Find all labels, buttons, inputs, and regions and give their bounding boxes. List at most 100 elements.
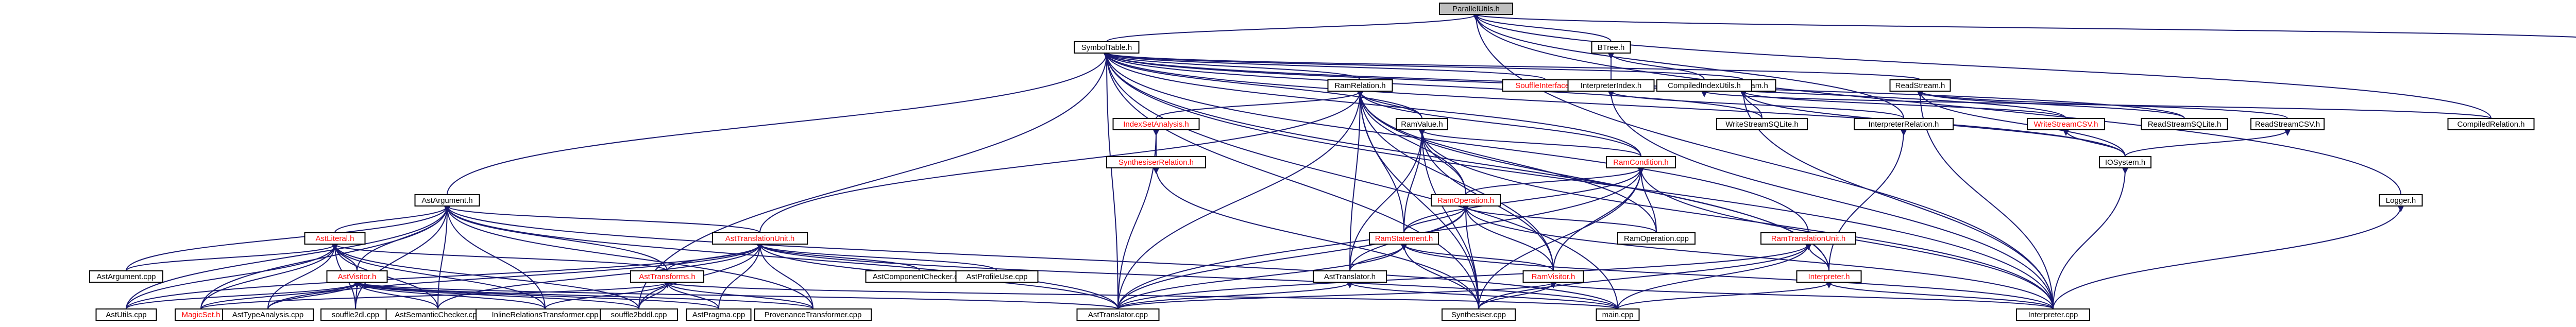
edge-ramvisitor-interpretercpp [1550, 282, 2054, 309]
node-box[interactable] [2447, 118, 2535, 130]
node-box[interactable] [1431, 194, 1501, 206]
node-box[interactable] [955, 270, 1039, 283]
node-readstreamcsv[interactable]: ReadStreamCSV.h [2250, 118, 2325, 130]
node-astvisitor[interactable]: AstVisitor.h [326, 270, 388, 283]
node-inlinerelations[interactable]: InlineRelationsTransformer.cpp [476, 308, 615, 321]
node-box[interactable] [326, 270, 388, 283]
node-box[interactable] [1606, 156, 1676, 168]
node-ramrelation[interactable]: RamRelation.h [1327, 79, 1393, 92]
node-asttypeanalysis[interactable]: AstTypeAnalysis.cpp [222, 308, 314, 321]
node-astliteral[interactable]: AstLiteral.h [304, 232, 366, 245]
node-ramtranslationunit[interactable]: RamTranslationUnit.h [1760, 232, 1856, 245]
node-box[interactable] [95, 308, 157, 321]
node-box[interactable] [414, 194, 480, 206]
node-box[interactable] [2099, 156, 2151, 168]
node-box[interactable] [1106, 156, 1206, 168]
node-astpragma[interactable]: AstPragma.cpp [686, 308, 752, 321]
node-ramstatement[interactable]: RamStatement.h [1369, 232, 1439, 245]
node-box[interactable] [1889, 79, 1951, 92]
node-provenance[interactable]: ProvenanceTransformer.cpp [754, 308, 872, 321]
node-label: souffle2bddl.cpp [611, 311, 667, 319]
node-box[interactable] [1591, 41, 1631, 54]
node-box[interactable] [1522, 270, 1584, 283]
node-box[interactable] [1396, 118, 1448, 130]
node-box[interactable] [600, 308, 678, 321]
node-compiledindexutils[interactable]: CompiledIndexUtils.h [1656, 79, 1752, 92]
node-logger[interactable]: Logger.h [2379, 194, 2423, 206]
node-writestreamsqlite[interactable]: WriteStreamSQLite.h [1716, 118, 1808, 130]
node-interpretercpp[interactable]: Interpreter.cpp [2016, 308, 2090, 321]
node-box[interactable] [222, 308, 314, 321]
node-asttranslatorcpp[interactable]: AstTranslator.cpp [1076, 308, 1160, 321]
node-iosystem[interactable]: IOSystem.h [2099, 156, 2151, 168]
node-asttranslatorh[interactable]: AstTranslator.h [1313, 270, 1387, 283]
node-interpreterrelation[interactable]: InterpreterRelation.h [1854, 118, 1954, 130]
node-box[interactable] [1760, 232, 1856, 245]
node-astprofileuse[interactable]: AstProfileUse.cpp [955, 270, 1039, 283]
node-compiledrelation[interactable]: CompiledRelation.h [2447, 118, 2535, 130]
node-box[interactable] [1076, 308, 1160, 321]
node-interpreterh[interactable]: Interpreter.h [1796, 270, 1862, 283]
node-box[interactable] [89, 270, 163, 283]
node-box[interactable] [754, 308, 872, 321]
node-box[interactable] [1112, 118, 1200, 130]
node-ramoperationcpp[interactable]: RamOperation.cpp [1617, 232, 1696, 245]
edge-astvisitor-magicset [200, 282, 360, 309]
node-box[interactable] [712, 232, 808, 245]
node-souffle2dl[interactable]: souffle2dl.cpp [320, 308, 391, 321]
node-souffle2bddl[interactable]: souffle2bddl.cpp [600, 308, 678, 321]
node-readstreamsqlite[interactable]: ReadStreamSQLite.h [2141, 118, 2228, 130]
node-interpreterindex[interactable]: InterpreterIndex.h [1567, 79, 1655, 92]
node-ramvisitor[interactable]: RamVisitor.h [1522, 270, 1584, 283]
edge-interpreterrelation-interpreterh [1828, 129, 1907, 271]
node-astsemanticchecker[interactable]: AstSemanticChecker.cpp [385, 308, 490, 321]
node-readstream[interactable]: ReadStream.h [1889, 79, 1951, 92]
node-box[interactable] [1716, 118, 1808, 130]
node-box[interactable] [1074, 41, 1140, 54]
node-box[interactable] [1567, 79, 1655, 92]
node-indexsetanalysis[interactable]: IndexSetAnalysis.h [1112, 118, 1200, 130]
node-asttransforms[interactable]: AstTransforms.h [630, 270, 704, 283]
node-box[interactable] [1617, 232, 1696, 245]
node-box[interactable] [2016, 308, 2090, 321]
node-box[interactable] [2027, 118, 2105, 130]
node-writestreamcsv[interactable]: WriteStreamCSV.h [2027, 118, 2105, 130]
node-parallelutils[interactable]: ParallelUtils.h [1439, 3, 1513, 15]
node-box[interactable] [2141, 118, 2228, 130]
node-astargument[interactable]: AstArgument.h [414, 194, 480, 206]
node-box[interactable] [1656, 79, 1752, 92]
node-ramoperation[interactable]: RamOperation.h [1431, 194, 1501, 206]
node-box[interactable] [1369, 232, 1439, 245]
node-box[interactable] [1596, 308, 1640, 321]
node-box[interactable] [686, 308, 752, 321]
node-box[interactable] [1327, 79, 1393, 92]
node-ramvalue[interactable]: RamValue.h [1396, 118, 1448, 130]
node-btree[interactable]: BTree.h [1591, 41, 1631, 54]
node-maincpp[interactable]: main.cpp [1596, 308, 1640, 321]
node-box[interactable] [630, 270, 704, 283]
node-box[interactable] [1439, 3, 1513, 15]
node-box[interactable] [2250, 118, 2325, 130]
node-box[interactable] [1854, 118, 1954, 130]
edge-astliteral-asttransforms [332, 244, 668, 271]
node-asttranslationunit[interactable]: AstTranslationUnit.h [712, 232, 808, 245]
edge-astvisitor-provenance [354, 282, 814, 309]
node-box[interactable] [2379, 194, 2423, 206]
node-box[interactable] [1442, 308, 1516, 321]
node-box[interactable] [1313, 270, 1387, 283]
node-astargumentcpp[interactable]: AstArgument.cpp [89, 270, 163, 283]
node-synthesiserrelation[interactable]: SynthesiserRelation.h [1106, 156, 1206, 168]
node-ramcondition[interactable]: RamCondition.h [1606, 156, 1676, 168]
node-label: CompiledRelation.h [2458, 120, 2525, 129]
node-synthesiser[interactable]: Synthesiser.cpp [1442, 308, 1516, 321]
node-box[interactable] [304, 232, 366, 245]
node-label: SynthesiserRelation.h [1118, 158, 1194, 167]
node-label: InterpreterIndex.h [1581, 81, 1641, 90]
node-magicset[interactable]: MagicSet.h [175, 308, 227, 321]
node-label: RamValue.h [1401, 120, 1443, 129]
node-souffleinterface[interactable]: SouffleInterface.h [1502, 79, 1589, 92]
node-box[interactable] [1796, 270, 1862, 283]
node-symboltable[interactable]: SymbolTable.h [1074, 41, 1140, 54]
node-astutils[interactable]: AstUtils.cpp [95, 308, 157, 321]
